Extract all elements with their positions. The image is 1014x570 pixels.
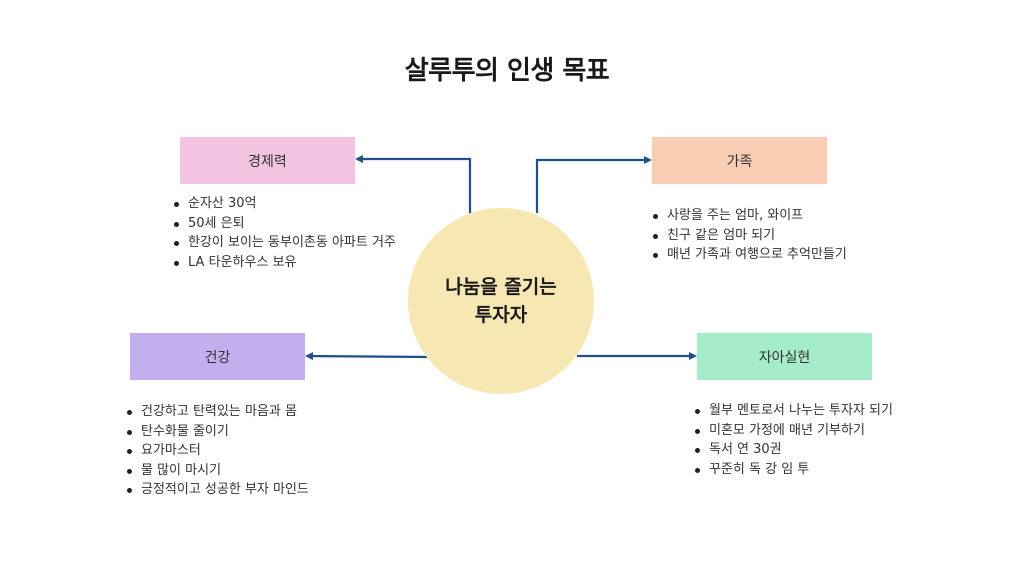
- list-item: 사랑을 주는 엄마, 와이프: [651, 206, 847, 226]
- goal-list-family: 사랑을 주는 엄마, 와이프 친구 같은 엄마 되기 매년 가족과 여행으로 추…: [651, 206, 847, 265]
- list-item: 탄수화물 줄이기: [125, 422, 309, 442]
- category-label-self: 자아실현: [758, 349, 811, 366]
- category-box-self: 자아실현: [697, 333, 872, 380]
- list-item: 물 많이 마시기: [125, 461, 309, 481]
- center-text-line2: 투자자: [474, 304, 528, 326]
- list-item: 친구 같은 엄마 되기: [651, 226, 847, 246]
- category-label-econ: 경제력: [248, 153, 287, 170]
- center-node: 나눔을 즐기는 투자자: [408, 208, 594, 394]
- list-item: 매년 가족과 여행으로 추억만들기: [651, 245, 847, 265]
- list-item: 독서 연 30권: [693, 440, 893, 460]
- arrow-to-econ: [355, 155, 472, 213]
- list-item: 월부 멘토로서 나누는 투자자 되기: [693, 401, 893, 421]
- list-item: 미혼모 가정에 매년 기부하기: [693, 421, 893, 441]
- list-item: LA 타운하우스 보유: [172, 253, 396, 273]
- goal-list-health: 건강하고 탄력있는 마음과 몸 탄수화물 줄이기 요가마스터 물 많이 마시기 …: [125, 402, 309, 500]
- category-label-health: 건강: [204, 349, 231, 366]
- category-box-family: 가족: [652, 137, 827, 184]
- list-item: 요가마스터: [125, 441, 309, 461]
- center-text-line1: 나눔을 즐기는: [445, 276, 557, 298]
- goal-list-econ: 순자산 30억 50세 은퇴 한강이 보이는 동부이촌동 아파트 거주 LA 타…: [172, 194, 396, 272]
- list-item: 꾸준히 독 강 임 투: [693, 460, 893, 480]
- page-title: 살루투의 인생 목표: [404, 56, 610, 86]
- arrow-to-health: [305, 352, 428, 361]
- list-item: 한강이 보이는 동부이촌동 아파트 거주: [172, 233, 396, 253]
- arrow-to-family: [535, 156, 652, 213]
- list-item: 50세 은퇴: [172, 214, 396, 234]
- category-box-econ: 경제력: [180, 137, 355, 184]
- category-label-family: 가족: [726, 153, 753, 170]
- list-item: 순자산 30억: [172, 194, 396, 214]
- list-item: 긍정적이고 성공한 부자 마인드: [125, 480, 309, 500]
- goal-list-self: 월부 멘토로서 나누는 투자자 되기 미혼모 가정에 매년 기부하기 독서 연 …: [693, 401, 893, 479]
- list-item: 건강하고 탄력있는 마음과 몸: [125, 402, 309, 422]
- category-box-health: 건강: [130, 333, 305, 380]
